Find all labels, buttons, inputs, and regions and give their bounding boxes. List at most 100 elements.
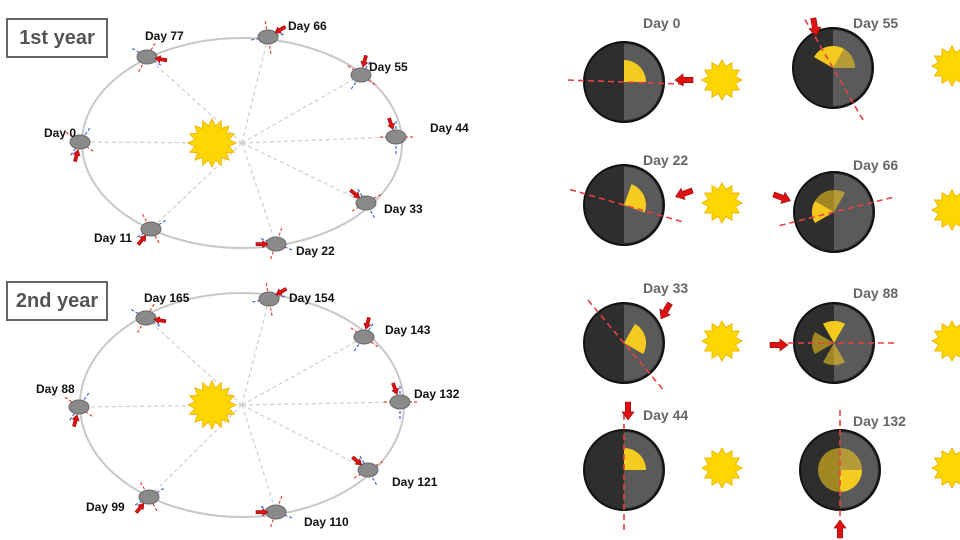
planet-icon [265,236,287,252]
arrow-icon [154,55,168,64]
sun-planet-line [241,142,277,245]
year-label-2: 2nd year [6,281,108,321]
arrow-shape [363,316,372,330]
phase-panel: Day 0 [564,15,744,123]
planet-marker: Day 88 [36,382,94,428]
planet-icon [257,29,279,45]
lit-hemisphere [834,174,872,250]
arrow-icon [621,401,635,421]
arrow-icon [391,382,399,396]
day-label: Day 143 [385,323,431,337]
planet-marker: Day 66 [251,19,327,54]
day-label: Day 55 [369,60,408,74]
phase-panel: Day 33 [583,280,744,390]
illuminated-sector [624,184,647,213]
arrow-icon [349,188,361,199]
arrow-shape [274,25,287,34]
sun-planet-line [241,74,362,144]
planet-icon [350,67,372,83]
arrow-shape [255,508,269,517]
arrow-shape [808,17,822,37]
planet-icon [357,462,379,478]
sun-planet-line [241,36,269,144]
planet-marker: Day 11 [94,213,167,246]
arrow-icon [772,191,791,205]
arrow-icon [833,519,847,539]
arrow-shape [255,240,269,249]
arrow-shape [387,117,395,131]
sun-icon [930,319,960,363]
planet-marker: Day 121 [351,454,438,489]
sun-icon [930,188,960,232]
planet-icon [258,291,280,307]
arrow-shape [72,149,81,163]
phase-panel: Day 55 [792,15,960,121]
phase-panel: Day 44 [583,401,744,530]
day-label: Day 121 [392,475,438,489]
arrow-shape [659,301,673,320]
orbit-diagram-1: Day 0 Day 11 Day 22 Day 33 Day 44 Day 55 Day 6… [44,19,469,261]
phase-panel: Day 22 [566,152,744,246]
phase-day-label: Day 0 [643,15,681,31]
sun-partial [930,446,960,490]
rotation-axis-red [775,196,893,228]
planet-marker: Day 33 [349,187,423,219]
rotation-axis-red [566,187,682,223]
sun-planet-line [241,136,397,144]
planet-icon [138,489,160,505]
sun-planet-line [78,404,243,408]
arrow-shape [391,382,399,396]
sun-icon [700,319,744,363]
arrow-icon [674,73,694,87]
day-label: Day 44 [430,121,469,135]
arrow-icon [351,455,363,466]
arrow-icon [274,25,287,34]
arrow-icon [275,287,288,296]
planet-icon [140,221,162,237]
illuminated-sector [624,60,646,82]
planet-marker: Day 0 [44,126,95,163]
arrow-shape [769,338,789,352]
arrow-icon [255,508,269,517]
phase-panel: Day 66 [772,157,960,253]
day-label: Day 88 [36,382,75,396]
illuminated-sector [818,470,840,492]
planet-marker: Day 55 [346,54,408,90]
planet-marker: Day 77 [131,29,184,73]
planet-icon [265,504,287,520]
arrow-icon [387,117,395,131]
day-label: Day 154 [289,291,335,305]
planet-marker: Day 22 [255,227,335,261]
sun-planet-line [241,404,277,513]
sun-planet-line [241,404,369,471]
day-label: Day 0 [44,126,76,140]
sun-partial [930,188,960,232]
planet-marker: Day 143 [349,316,431,352]
planet-marker: Day 99 [86,481,165,514]
sun-planet-line [241,401,401,406]
illuminated-sector [840,448,862,470]
arrow-icon [675,187,694,201]
rotation-axis-red [802,15,864,121]
arrow-shape [772,191,791,205]
day-label: Day 99 [86,500,125,514]
planet-icon [68,399,90,415]
phase-panel: Day 132 [799,410,960,539]
arrow-icon [360,54,369,68]
arrow-shape [360,54,369,68]
sun-partial [700,319,744,363]
day-label: Day 33 [384,202,423,216]
sun-core [198,391,226,419]
illuminated-sector [813,45,844,68]
phase-day-label: Day 55 [853,15,898,31]
day-label: Day 165 [144,291,190,305]
rotation-axis-red [564,79,684,85]
sun-planet-line [241,336,365,406]
arrow-icon [659,301,673,320]
sun-partial [930,319,960,363]
sun-icon [700,181,744,225]
phase-day-label: Day 66 [853,157,898,173]
phase-day-label: Day 33 [643,280,688,296]
sun-icon [930,44,960,88]
